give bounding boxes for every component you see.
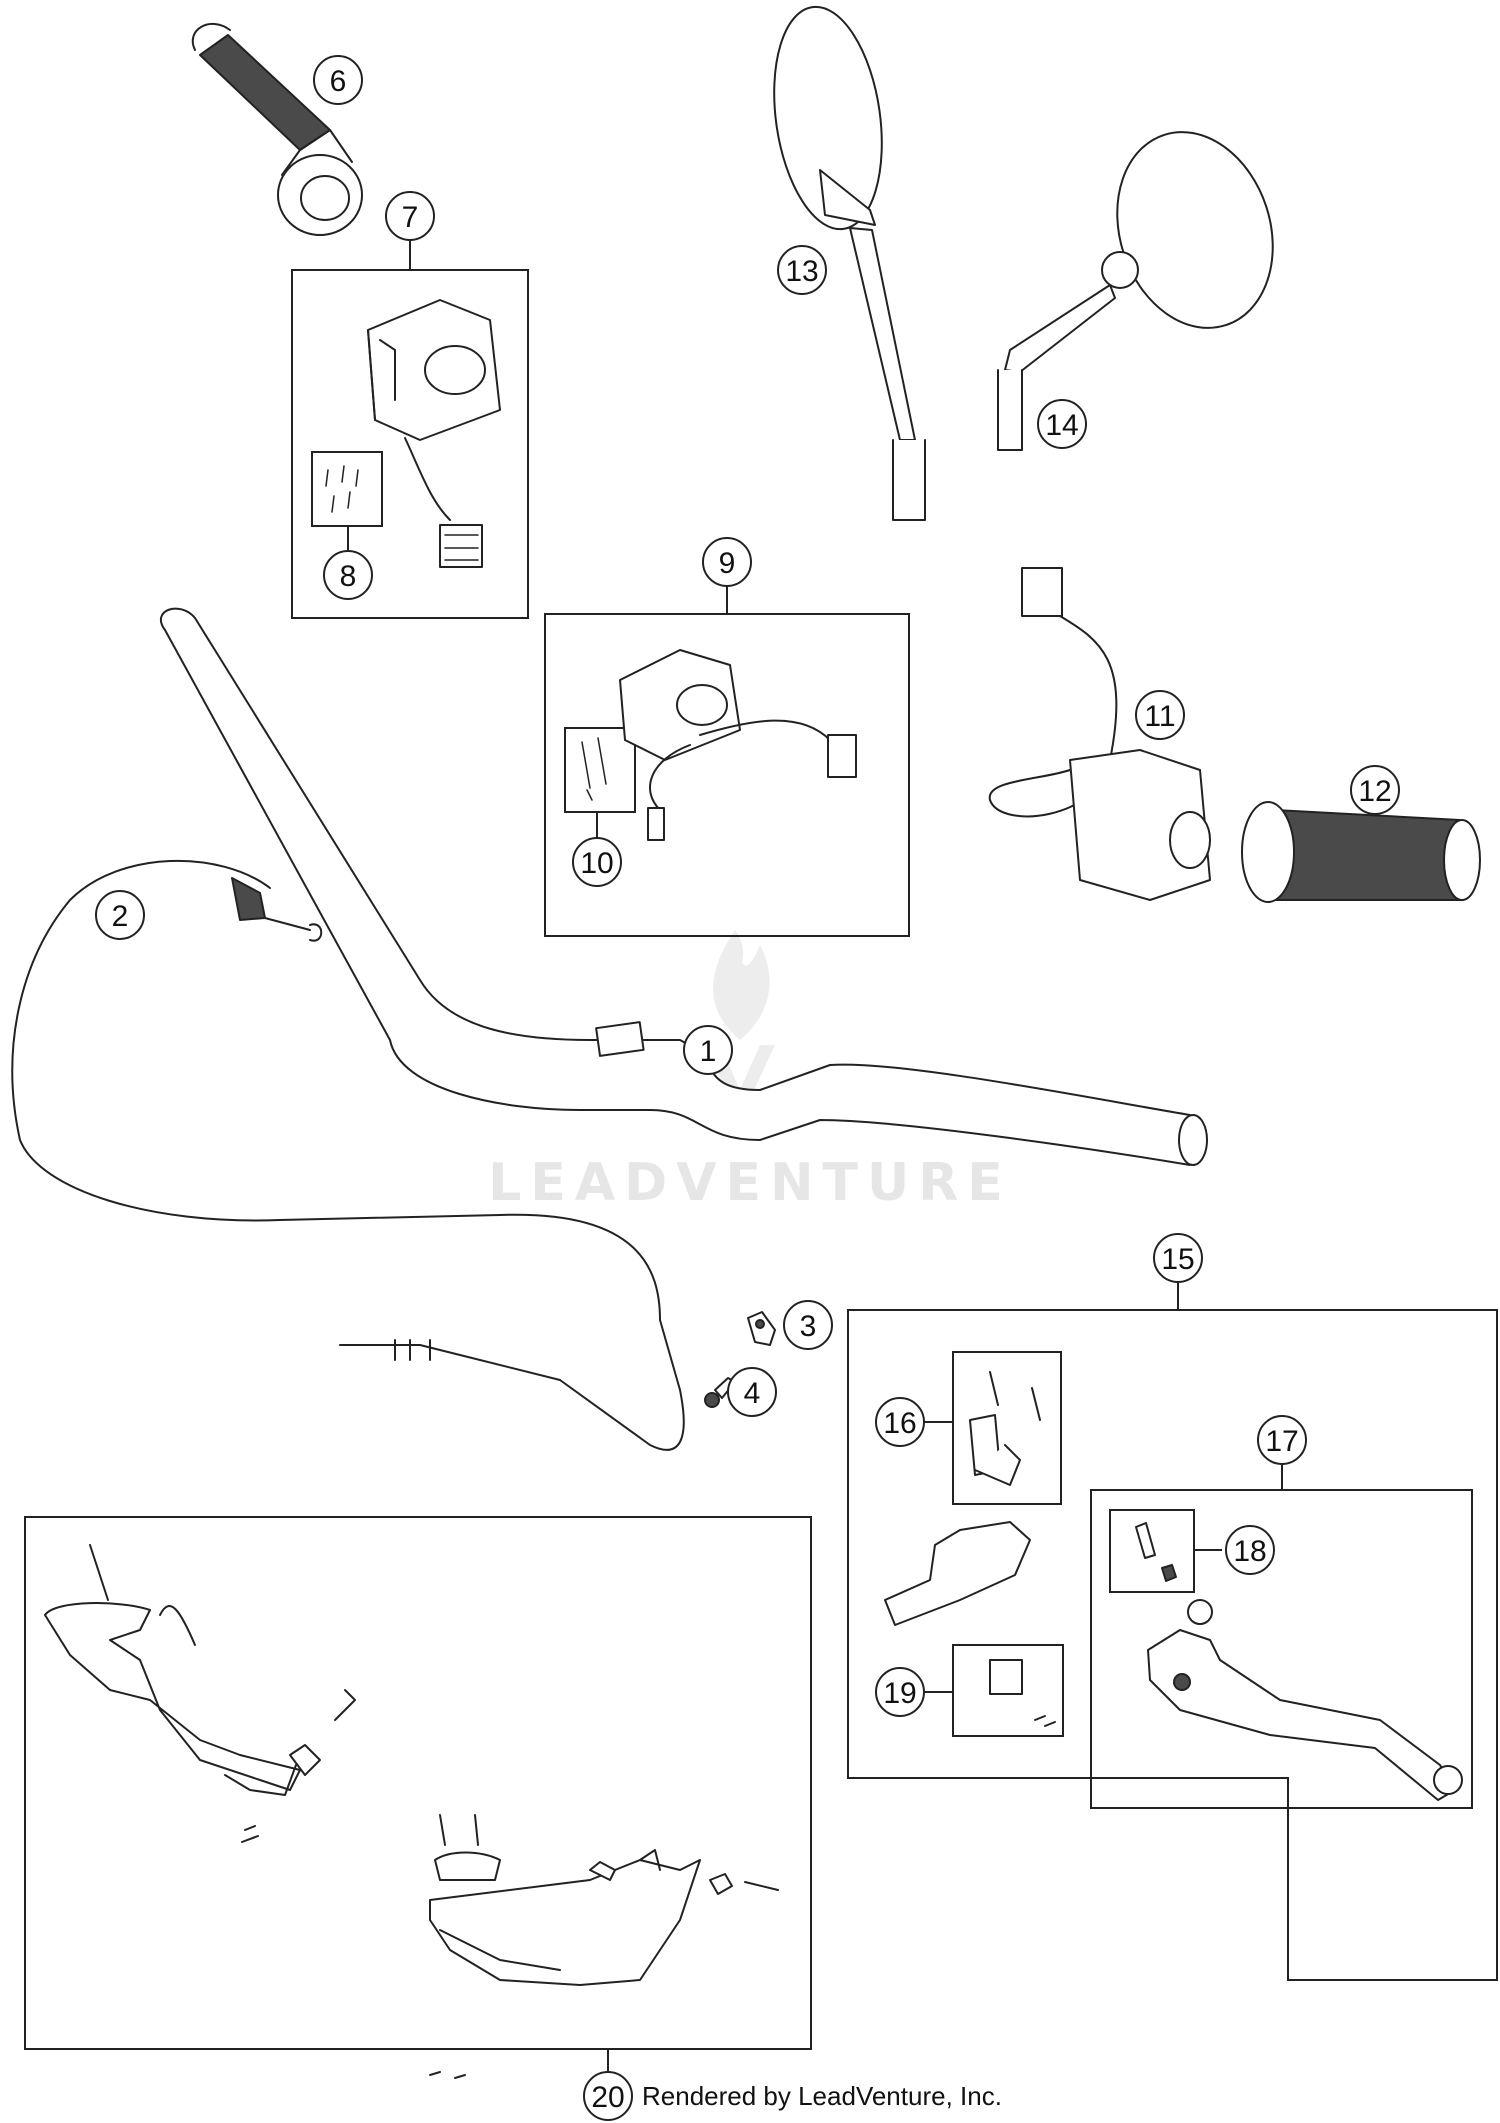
callout-6[interactable]: 6 (313, 55, 363, 105)
callout-16[interactable]: 16 (875, 1397, 925, 1447)
svg-text:4: 4 (744, 1377, 761, 1410)
svg-text:6: 6 (330, 65, 347, 98)
svg-text:10: 10 (580, 847, 613, 880)
frame-16 (952, 1351, 1062, 1505)
frame-15 (847, 1309, 1498, 1981)
callout-4[interactable]: 4 (727, 1367, 777, 1417)
part-12-right-grip (1241, 801, 1481, 903)
svg-text:20: 20 (591, 2081, 624, 2114)
svg-text:19: 19 (883, 1677, 916, 1710)
svg-text:14: 14 (1045, 409, 1078, 442)
svg-text:15: 15 (1161, 1243, 1194, 1276)
part-17-lever (1147, 1599, 1463, 1801)
part-2-cable (11, 859, 685, 1451)
part-19-small-switch (989, 1659, 1056, 1727)
part-11-switch (988, 567, 1211, 901)
part-3-nut (747, 1311, 776, 1346)
svg-text:16: 16 (883, 1407, 916, 1440)
callout-15[interactable]: 15 (1153, 1233, 1203, 1283)
svg-text:2: 2 (112, 900, 129, 933)
callout-14[interactable]: 14 (1037, 399, 1087, 449)
callout-20[interactable]: 20 (583, 2071, 633, 2121)
svg-text:12: 12 (1358, 775, 1391, 808)
part-14-mirror (997, 131, 1274, 451)
part-18-small-parts (1135, 1522, 1177, 1582)
svg-text:1: 1 (700, 1035, 717, 1068)
callout-8[interactable]: 8 (323, 550, 373, 600)
part-7-switch (367, 299, 501, 568)
callout-12[interactable]: 12 (1350, 765, 1400, 815)
frame-20 (24, 1516, 812, 2050)
part-20-hand-guards (44, 1544, 779, 2079)
part-15-master-cylinder (884, 1521, 1031, 1626)
watermark-text: LEADVENTURE (488, 1153, 1012, 1213)
callout-18[interactable]: 18 (1225, 1525, 1275, 1575)
callout-19[interactable]: 19 (875, 1667, 925, 1717)
svg-text:8: 8 (340, 560, 357, 593)
svg-text:7: 7 (402, 201, 419, 234)
svg-text:9: 9 (719, 547, 736, 580)
callout-3[interactable]: 3 (783, 1300, 833, 1350)
callout-7[interactable]: 7 (385, 191, 435, 241)
frame-8 (311, 451, 383, 527)
footer-credit: Rendered by LeadVenture, Inc. (642, 2081, 1002, 2111)
callout-2[interactable]: 2 (95, 890, 145, 940)
leader-lines (347, 240, 1283, 2074)
callout-11[interactable]: 11 (1135, 690, 1185, 740)
part-9-switch (619, 649, 857, 841)
svg-text:3: 3 (800, 1310, 817, 1343)
callout-17[interactable]: 17 (1257, 1415, 1307, 1465)
part-10-screws (581, 737, 607, 801)
part-drawings (11, 5, 1481, 2079)
part-6-left-grip (191, 23, 363, 236)
callout-1[interactable]: 1 (683, 1025, 733, 1075)
callouts: 1 2 3 4 6 7 8 9 (95, 55, 1400, 2121)
svg-text:11: 11 (1144, 700, 1175, 733)
callout-9[interactable]: 9 (702, 537, 752, 587)
watermark-flame-icon (713, 930, 770, 1040)
svg-text:17: 17 (1265, 1425, 1298, 1458)
svg-text:18: 18 (1233, 1535, 1266, 1568)
part-16-clamp (969, 1371, 1041, 1486)
watermark: LEADVENTURE (488, 930, 1012, 1213)
part-8-screws (325, 465, 359, 513)
callout-10[interactable]: 10 (572, 837, 622, 887)
svg-text:13: 13 (785, 255, 818, 288)
frame-10 (564, 727, 636, 813)
part-13-mirror (773, 5, 926, 521)
part-1-handlebar (160, 607, 1208, 1166)
callout-13[interactable]: 13 (777, 245, 827, 295)
frame-19 (952, 1644, 1064, 1737)
